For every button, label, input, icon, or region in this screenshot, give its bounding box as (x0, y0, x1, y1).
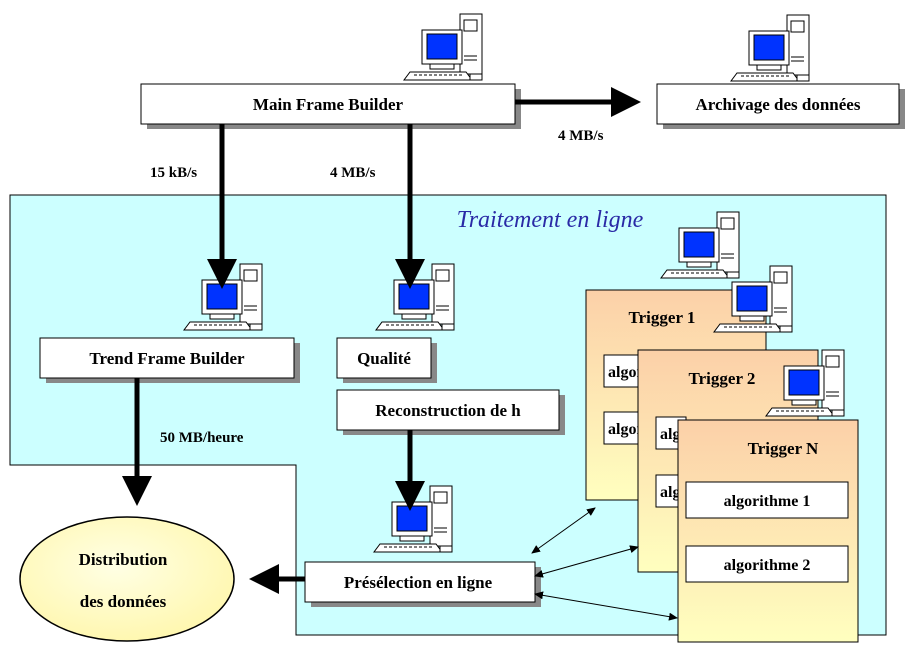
link-preselection-trigger-2 (534, 545, 639, 578)
trigger-n-algo2: algorithme 2 (724, 557, 811, 574)
link-preselection-trigger-n (534, 591, 678, 621)
preselection-label: Présélection en ligne (344, 573, 493, 592)
distribution-rate-label: 50 MB/heure (160, 430, 244, 446)
computer-icon (403, 13, 483, 81)
archivage-label: Archivage des données (696, 95, 861, 114)
trigger-n-title: Trigger N (748, 439, 819, 458)
archive-rate-label: 4 MB/s (558, 128, 604, 144)
trigger-n-algo1: algorithme 1 (724, 493, 811, 510)
trend-frame-builder-label: Trend Frame Builder (89, 349, 245, 368)
reconstruction-box (336, 389, 560, 431)
trigger-1-algo2: algorithme 2 (608, 421, 695, 438)
main-frame-builder-label: Main Frame Builder (253, 95, 404, 114)
trigger-n-panel: Trigger N algorithme 1 algorithme 2 (677, 419, 859, 643)
qualite-label: Qualité (357, 349, 411, 368)
distribution-ellipse (19, 516, 235, 642)
qualite-box (336, 337, 432, 379)
trend-frame-builder-box (39, 337, 295, 379)
distribution-label-line1: Distribution (79, 550, 168, 569)
reconstruction-label: Reconstruction de h (375, 401, 521, 420)
computer-icon (730, 14, 810, 82)
online-rate-label: 4 MB/s (330, 165, 376, 181)
archivage-box (656, 83, 900, 125)
distribution-label-line2: des données (80, 592, 167, 611)
preselection-box (304, 561, 536, 603)
trigger-1-algo1: algorithme 1 (608, 364, 695, 381)
main-frame-builder-box (140, 83, 516, 125)
trend-rate-label: 15 kB/s (150, 165, 197, 181)
trigger-1-title: Trigger 1 (629, 308, 696, 327)
region-title: Traitement en ligne (457, 207, 644, 233)
trigger-2-title: Trigger 2 (689, 369, 756, 388)
